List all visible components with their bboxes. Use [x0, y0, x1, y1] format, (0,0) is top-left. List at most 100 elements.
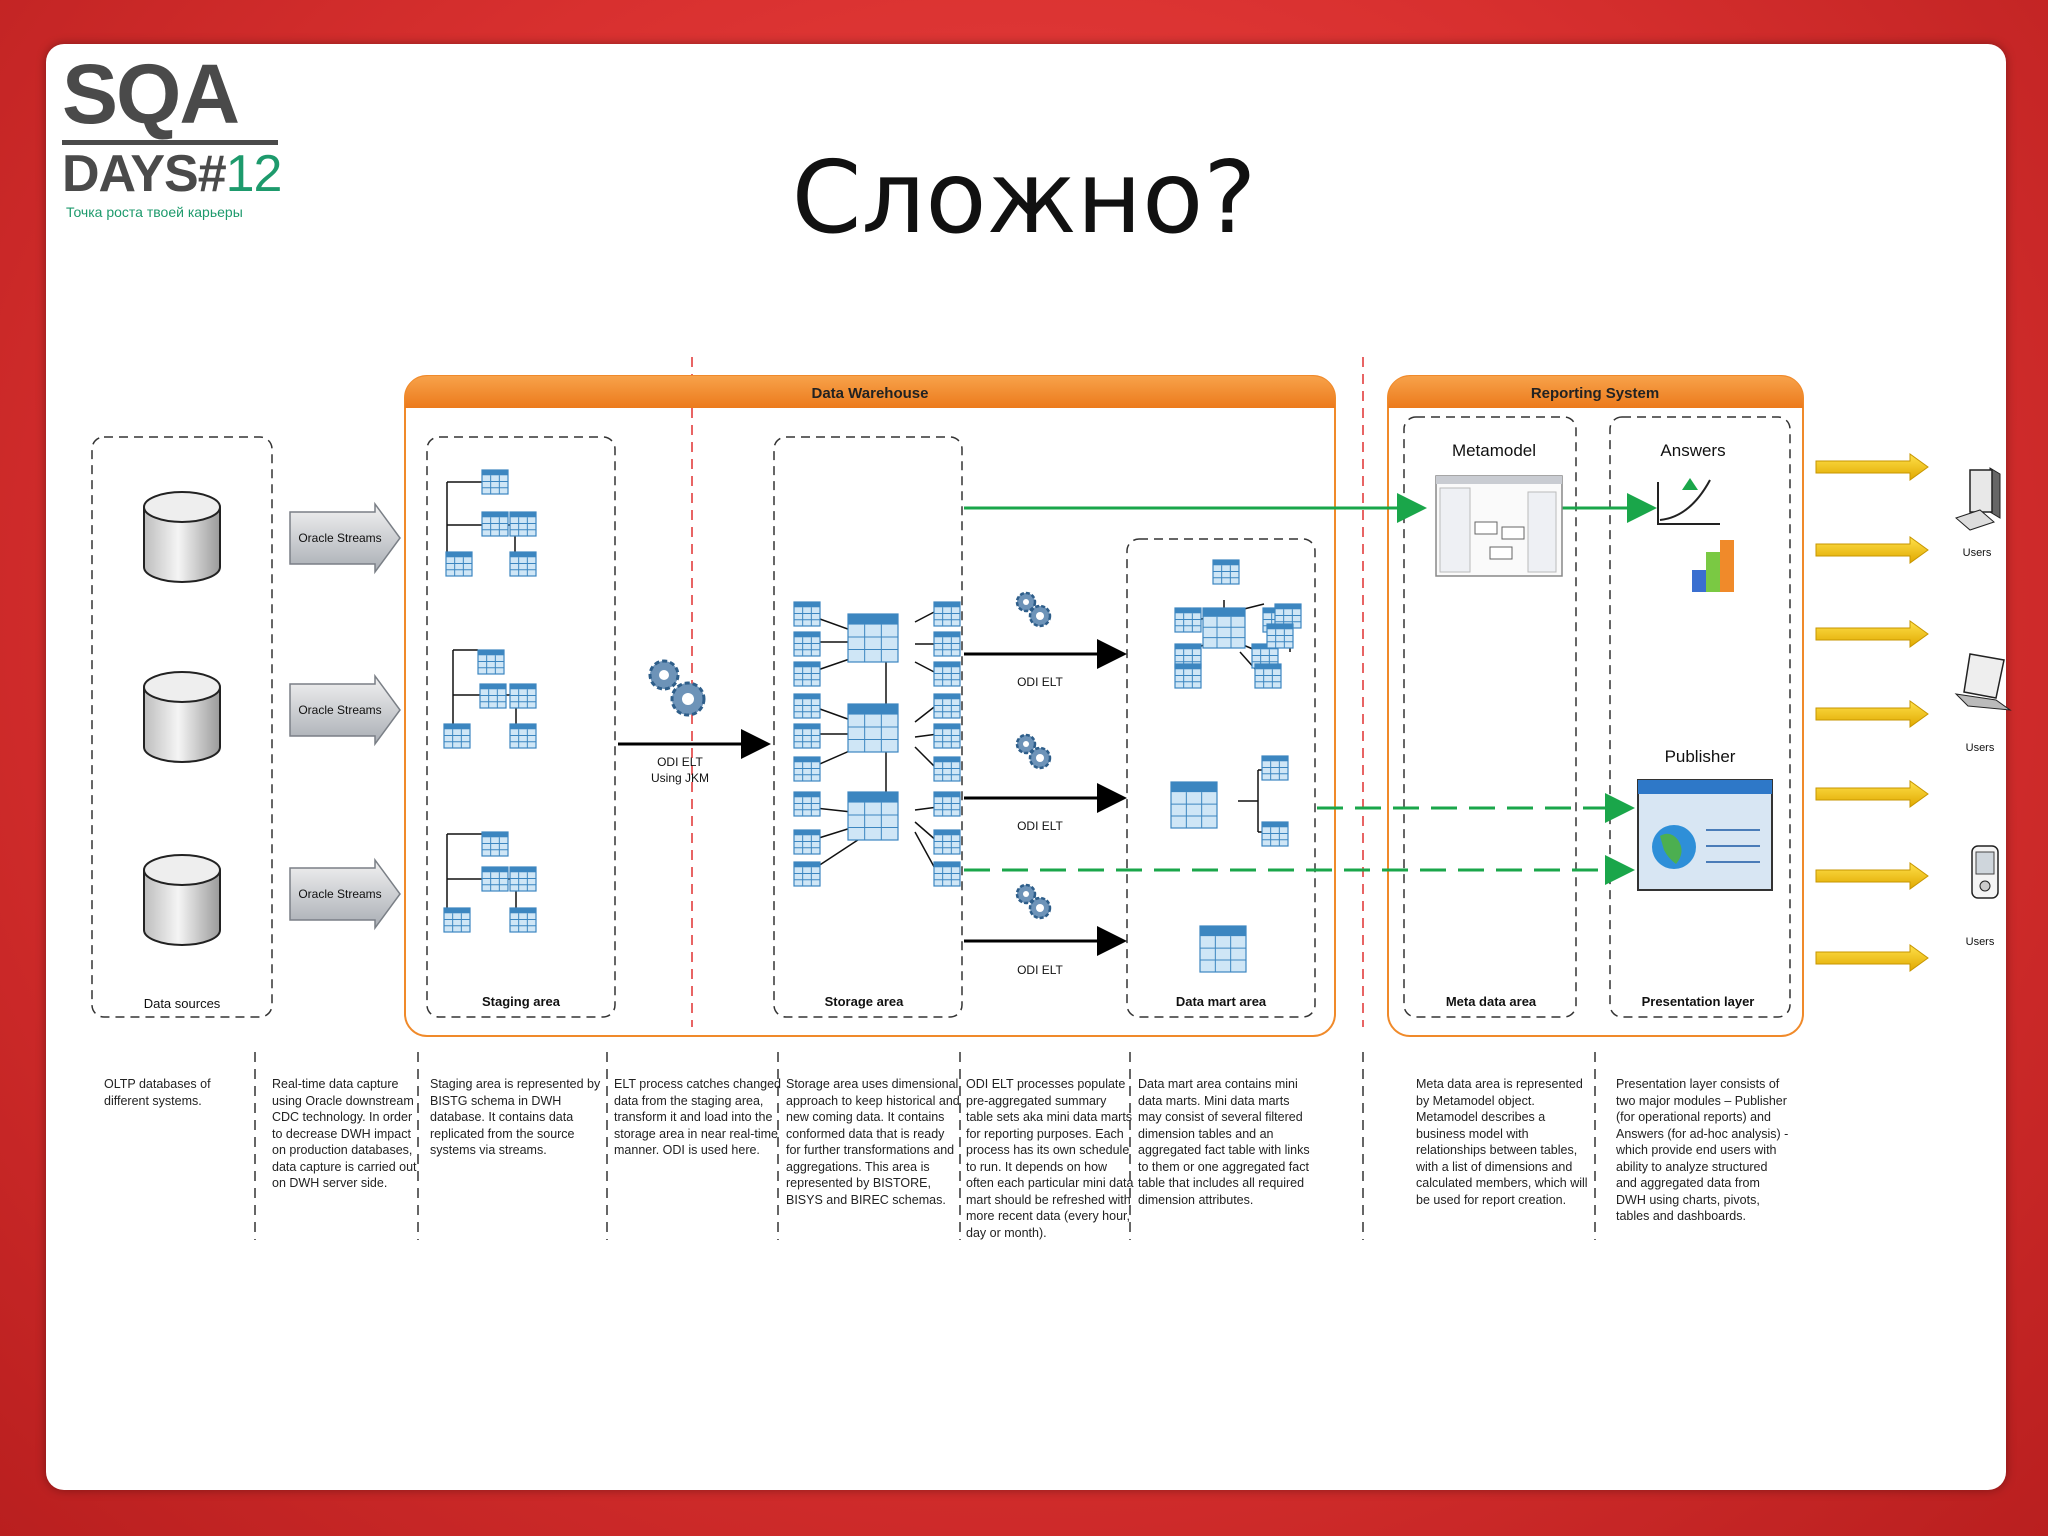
database-icon — [143, 491, 221, 583]
meta-data-area-box — [1403, 416, 1577, 1018]
elt-jkm-label-1: ODI ELT — [657, 755, 703, 769]
laptop-icon — [1954, 653, 2012, 711]
yellow-arrow — [1815, 700, 1929, 728]
answers-label: Answers — [1660, 441, 1725, 460]
presentation-layer-box — [1609, 416, 1791, 1018]
description-line: with a list of dimensions and — [1416, 1159, 1573, 1174]
handheld-device-icon — [1971, 845, 1999, 899]
description-line: which provide end users with — [1616, 1143, 1777, 1157]
data-warehouse-title: Data Warehouse — [812, 385, 929, 402]
table-icon — [509, 907, 537, 933]
table-icon — [847, 613, 899, 663]
description-line: pre-aggregated summary — [966, 1093, 1107, 1108]
yellow-arrow — [1815, 862, 1929, 890]
yellow-arrow — [1815, 620, 1929, 648]
metamodel-screenshot — [1435, 475, 1563, 577]
description-line: calculated members, which will — [1416, 1176, 1588, 1190]
table-icon — [793, 829, 821, 855]
description-line: aggregated fact table with links — [1138, 1143, 1310, 1157]
description-line: Staging area is represented by — [430, 1077, 601, 1091]
description-line: tables and dashboards. — [1616, 1209, 1746, 1223]
table-icon — [1174, 607, 1202, 633]
description-line: transform it and load into the — [614, 1110, 773, 1124]
odi-elt-label: ODI ELT — [1017, 963, 1063, 977]
odi-elt-label: ODI ELT — [1017, 819, 1063, 833]
reporting-system-group: Reporting System — [1387, 375, 1804, 1037]
oracle-streams-arrow: Oracle Streams — [289, 501, 401, 575]
description-line: new coming data. It contains — [786, 1110, 945, 1124]
table-icon — [1212, 559, 1240, 585]
table-icon — [477, 649, 505, 675]
yellow-arrow — [1815, 453, 1929, 481]
description-line: ODI ELT processes populate — [966, 1077, 1126, 1091]
table-icon — [1261, 821, 1289, 847]
description-line: often each particular mini data — [966, 1176, 1134, 1190]
staging-area-box — [426, 436, 616, 1018]
description-line: dimension tables and an — [1138, 1126, 1274, 1141]
data-mart-area-box — [1126, 538, 1316, 1018]
description-line: ELT process catches changed — [614, 1077, 781, 1091]
table-icon — [1254, 663, 1282, 689]
oracle-streams-label: Oracle Streams — [298, 887, 381, 901]
gears-icon — [1015, 591, 1052, 628]
table-icon — [933, 601, 961, 627]
data-mart-area-label: Data mart area — [1176, 994, 1267, 1009]
table-icon — [1202, 607, 1246, 649]
description-line: Answers (for ad-hoc analysis) - — [1616, 1126, 1789, 1141]
description-line: data from the staging area, — [614, 1093, 764, 1108]
table-icon — [509, 866, 537, 892]
table-icon — [1266, 623, 1294, 649]
table-icon — [481, 866, 509, 892]
data-warehouse-group: Data Warehouse — [404, 375, 1336, 1037]
table-icon — [1170, 781, 1218, 829]
description-line: manner. ODI is used here. — [614, 1143, 760, 1157]
description-line: OLTP databases of — [104, 1077, 211, 1091]
users-label: Users — [1966, 742, 1995, 754]
publisher-window-icon — [1637, 779, 1773, 891]
table-icon — [847, 791, 899, 841]
table-icon — [933, 723, 961, 749]
reporting-system-title: Reporting System — [1531, 385, 1659, 402]
chart-icon — [1657, 478, 1734, 592]
table-icon — [933, 791, 961, 817]
description-line: for further transformations and — [786, 1143, 955, 1157]
table-icon — [1199, 925, 1247, 973]
gears-icon — [648, 659, 706, 717]
description-line: Storage area uses dimensional — [786, 1077, 959, 1091]
table-icon — [933, 693, 961, 719]
description-line: BISYS and BIREC schemas. — [786, 1192, 946, 1207]
description-line: business model with — [1416, 1126, 1529, 1141]
description-line: by Metamodel object. — [1416, 1093, 1535, 1108]
users-label: Users — [1966, 936, 1995, 948]
oracle-streams-arrow: Oracle Streams — [289, 857, 401, 931]
table-icon — [933, 861, 961, 887]
architecture-diagram: Data Warehouse Reporting System Data sou… — [91, 357, 2012, 1240]
gears-icon — [1015, 733, 1052, 770]
slide-canvas — [46, 44, 2006, 1490]
oracle-streams-label: Oracle Streams — [298, 703, 381, 717]
table-icon — [793, 661, 821, 687]
logo-bar — [62, 140, 278, 145]
description-line: mart should be refreshed with — [966, 1192, 1131, 1207]
table-icon — [479, 683, 507, 709]
description-line: on production databases, — [272, 1143, 413, 1157]
description-line: approach to keep historical and — [786, 1093, 960, 1108]
description-line: replicated from the source — [430, 1126, 575, 1141]
database-icon — [143, 854, 221, 946]
description-line: conformed data that is ready — [786, 1126, 945, 1141]
description-line: aggregations. This area is — [786, 1159, 930, 1174]
description-line: DWH using charts, pivots, — [1616, 1192, 1760, 1207]
data-sources-box — [91, 436, 273, 1018]
description-column: Staging area is represented by BISTG sche… — [430, 1076, 600, 1159]
description-line: table sets aka mini data marts — [966, 1110, 1133, 1124]
description-line: using Oracle downstream — [272, 1093, 414, 1108]
gears-icon — [1015, 883, 1052, 920]
description-line: BISTG schema in DWH — [430, 1093, 562, 1108]
table-icon — [793, 791, 821, 817]
description-column: Storage area uses dimensional approach to… — [786, 1076, 960, 1208]
table-icon — [793, 756, 821, 782]
description-line: on DWH server side. — [272, 1176, 388, 1190]
data-sources-label: Data sources — [144, 996, 221, 1011]
